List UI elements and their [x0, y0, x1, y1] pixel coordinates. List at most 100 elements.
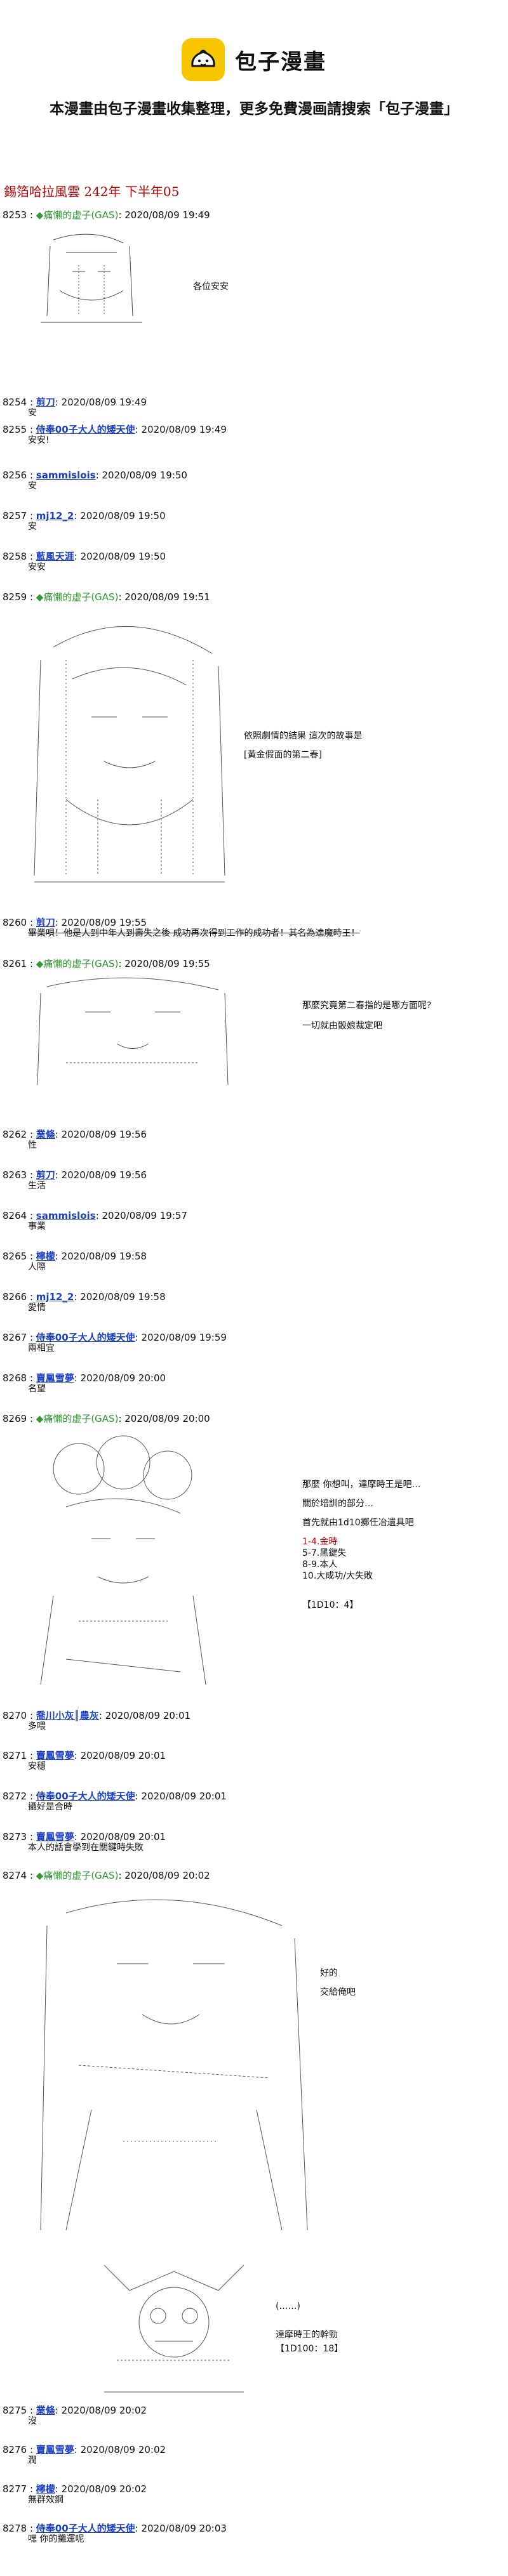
post-body: 安安! [28, 435, 50, 445]
post-date: : 2020/08/09 20:00 [118, 1413, 210, 1424]
post-date: : 2020/08/09 20:01 [135, 1791, 227, 1802]
post-date: : 2020/08/09 19:50 [95, 470, 187, 481]
post-8278: 8278 : 侍奉00子大人的矮天使: 2020/08/09 20:03 嘿 你… [3, 2523, 505, 2545]
post-author-link[interactable]: mj12_2 [36, 1291, 74, 1303]
post-author-link[interactable]: mj12_2 [36, 510, 74, 522]
post-8269: 8269 : ◆痛懶的虚子(GAS): 2020/08/09 20:00 [3, 1413, 505, 1424]
post-author-link[interactable]: 剪刀 [36, 1169, 55, 1181]
post-author: ◆痛懶的虚子(GAS) [36, 1870, 119, 1881]
post-number: 8264 : [3, 1210, 33, 1221]
post-date: : 2020/08/09 20:02 [55, 2483, 147, 2495]
post-8275: 8275 : 業條: 2020/08/09 20:02 沒 [3, 2405, 505, 2427]
post-date: : 2020/08/09 19:50 [74, 551, 166, 562]
post-author-link[interactable]: 賣鳳雪夢 [36, 1750, 74, 1761]
post-author: ◆痛懶的虚子(GAS) [36, 958, 119, 969]
post-author: ◆痛懶的虚子(GAS) [36, 1413, 119, 1424]
post-author-link[interactable]: 賣鳳雪夢 [36, 1372, 74, 1384]
post-8273: 8273 : 賣鳳雪夢: 2020/08/09 20:01 本人的話會學到在關鍵… [3, 1831, 505, 1853]
post-date: : 2020/08/09 20:02 [55, 2405, 147, 2416]
post-8264: 8264 : sammislois: 2020/08/09 19:57 事業 [3, 1210, 505, 1232]
aa-caption: 依照劇情的結果 這次的故事是 [244, 731, 363, 741]
aa-caption: 10.大成功/大失敗 [302, 1571, 373, 1581]
ascii-art-character [28, 227, 155, 329]
post-body: 安 [28, 522, 37, 532]
post-8257: 8257 : mj12_2: 2020/08/09 19:50 安 [3, 510, 505, 532]
post-date: : 2020/08/09 20:02 [74, 2444, 166, 2455]
post-author: ◆痛懶的虚子(GAS) [36, 209, 119, 221]
post-8263: 8263 : 剪刀: 2020/08/09 19:56 生活 [3, 1169, 505, 1192]
ascii-art-character [28, 1431, 218, 1697]
baozi-logo-icon[interactable] [182, 38, 225, 81]
aa-caption: 首先就由1d10擲任冶遺具吧 [302, 1518, 414, 1528]
post-8255: 8255 : 侍奉00子大人的矮天使: 2020/08/09 19:49 安安! [3, 424, 505, 446]
brand-name[interactable]: 包子漫畫 [235, 49, 326, 75]
post-author-link[interactable]: 檸檬 [36, 1251, 55, 1262]
post-author-link[interactable]: 剪刀 [36, 917, 55, 928]
post-number: 8256 : [3, 470, 33, 481]
post-number: 8276 : [3, 2444, 33, 2455]
post-8268: 8268 : 賣鳳雪夢: 2020/08/09 20:00 名望 [3, 1372, 505, 1395]
post-date: : 2020/08/09 20:01 [74, 1750, 166, 1761]
aa-caption: 那麼究竟第二春指的是哪方面呢? [302, 1001, 432, 1011]
post-date: : 2020/08/09 19:49 [55, 397, 147, 408]
dice-result: 【1D10：4】 [302, 1600, 359, 1610]
post-date: : 2020/08/09 20:01 [98, 1710, 191, 1721]
post-8259: 8259 : ◆痛懶的虚子(GAS): 2020/08/09 19:51 [3, 591, 505, 603]
post-body: 無群效鋼 [28, 2495, 64, 2505]
post-body: 攝好是合時 [28, 1802, 72, 1812]
post-number: 8274 : [3, 1870, 33, 1881]
post-author-link[interactable]: 剪刀 [36, 397, 55, 408]
post-body: 潤 [28, 2455, 37, 2466]
post-body: 兩相宜 [28, 1343, 55, 1353]
post-number: 8267 : [3, 1332, 33, 1343]
post-author-link[interactable]: 侍奉00子大人的矮天使 [36, 424, 135, 435]
post-number: 8269 : [3, 1413, 33, 1424]
post-date: : 2020/08/09 20:03 [135, 2523, 227, 2534]
post-author-link[interactable]: 檸檬 [36, 2483, 55, 2495]
post-date: : 2020/08/09 19:57 [95, 1210, 187, 1221]
post-date: : 2020/08/09 19:55 [118, 958, 210, 969]
post-body: 愛情 [28, 1303, 46, 1313]
post-author-link[interactable]: 藍風天涯 [36, 551, 74, 562]
post-number: 8268 : [3, 1372, 33, 1384]
post-number: 8260 : [3, 917, 33, 928]
post-author-link[interactable]: 侍奉00子大人的矮天使 [36, 1791, 135, 1802]
post-number: 8259 : [3, 591, 33, 603]
post-author-link[interactable]: 侍奉00子大人的矮天使 [36, 2523, 135, 2534]
post-number: 8261 : [3, 958, 33, 969]
post-author-link[interactable]: sammislois [36, 1210, 96, 1221]
post-number: 8271 : [3, 1750, 33, 1761]
post-body: 事業 [28, 1221, 46, 1232]
aa-caption: 交給俺吧 [320, 1987, 356, 1997]
post-author-link[interactable]: 喬川小灰║農灰 [36, 1710, 99, 1721]
post-8260: 8260 : 剪刀: 2020/08/09 19:55 畢業唄！他是人到中年人到… [3, 917, 505, 939]
post-body: 多喂 [28, 1721, 46, 1732]
post-8258: 8258 : 藍風天涯: 2020/08/09 19:50 安安 [3, 551, 505, 573]
post-author-link[interactable]: 侍奉00子大人的矮天使 [36, 1332, 135, 1343]
post-author-link[interactable]: sammislois [36, 470, 96, 481]
aa-caption: 關於培訓的部分… [302, 1499, 373, 1509]
post-number: 8257 : [3, 510, 33, 522]
post-date: : 2020/08/09 20:00 [74, 1372, 166, 1384]
post-8254: 8254 : 剪刀: 2020/08/09 19:49 安 [3, 397, 505, 419]
post-number: 8254 : [3, 397, 33, 408]
post-8277: 8277 : 檸檬: 2020/08/09 20:02 無群效鋼 [3, 2483, 505, 2506]
post-author-link[interactable]: 業條 [36, 2405, 55, 2416]
post-date: : 2020/08/09 19:56 [55, 1129, 147, 1140]
dice-result: 【1D100：18】 [276, 2344, 344, 2354]
post-date: : 2020/08/09 19:50 [74, 510, 166, 522]
post-number: 8265 : [3, 1251, 33, 1262]
post-date: : 2020/08/09 20:01 [74, 1831, 166, 1843]
post-date: : 2020/08/09 19:49 [135, 424, 227, 435]
post-body: 畢業唄！他是人到中年人到壽失之後 成功再次得到工作的成功者！其名為達魔時王！ [28, 928, 360, 938]
chapter-title: 錫箔哈拉風雲 242年 下半年05 [4, 184, 180, 199]
site-header: 包子漫畫 本漫畫由包子漫畫收集整理，更多免費漫画請搜索「包子漫畫」 [0, 38, 508, 118]
post-author-link[interactable]: 業條 [36, 1129, 55, 1140]
post-author-link[interactable]: 賣鳳雪夢 [36, 1831, 74, 1843]
post-body: 沒 [28, 2416, 37, 2426]
post-body: 嘿 你的攤運呢 [28, 2534, 84, 2544]
post-author-link[interactable]: 賣鳳雪夢 [36, 2444, 74, 2455]
post-number: 8262 : [3, 1129, 33, 1140]
post-number: 8273 : [3, 1831, 33, 1843]
aa-caption: 5-7.黑鍵失 [302, 1548, 347, 1558]
